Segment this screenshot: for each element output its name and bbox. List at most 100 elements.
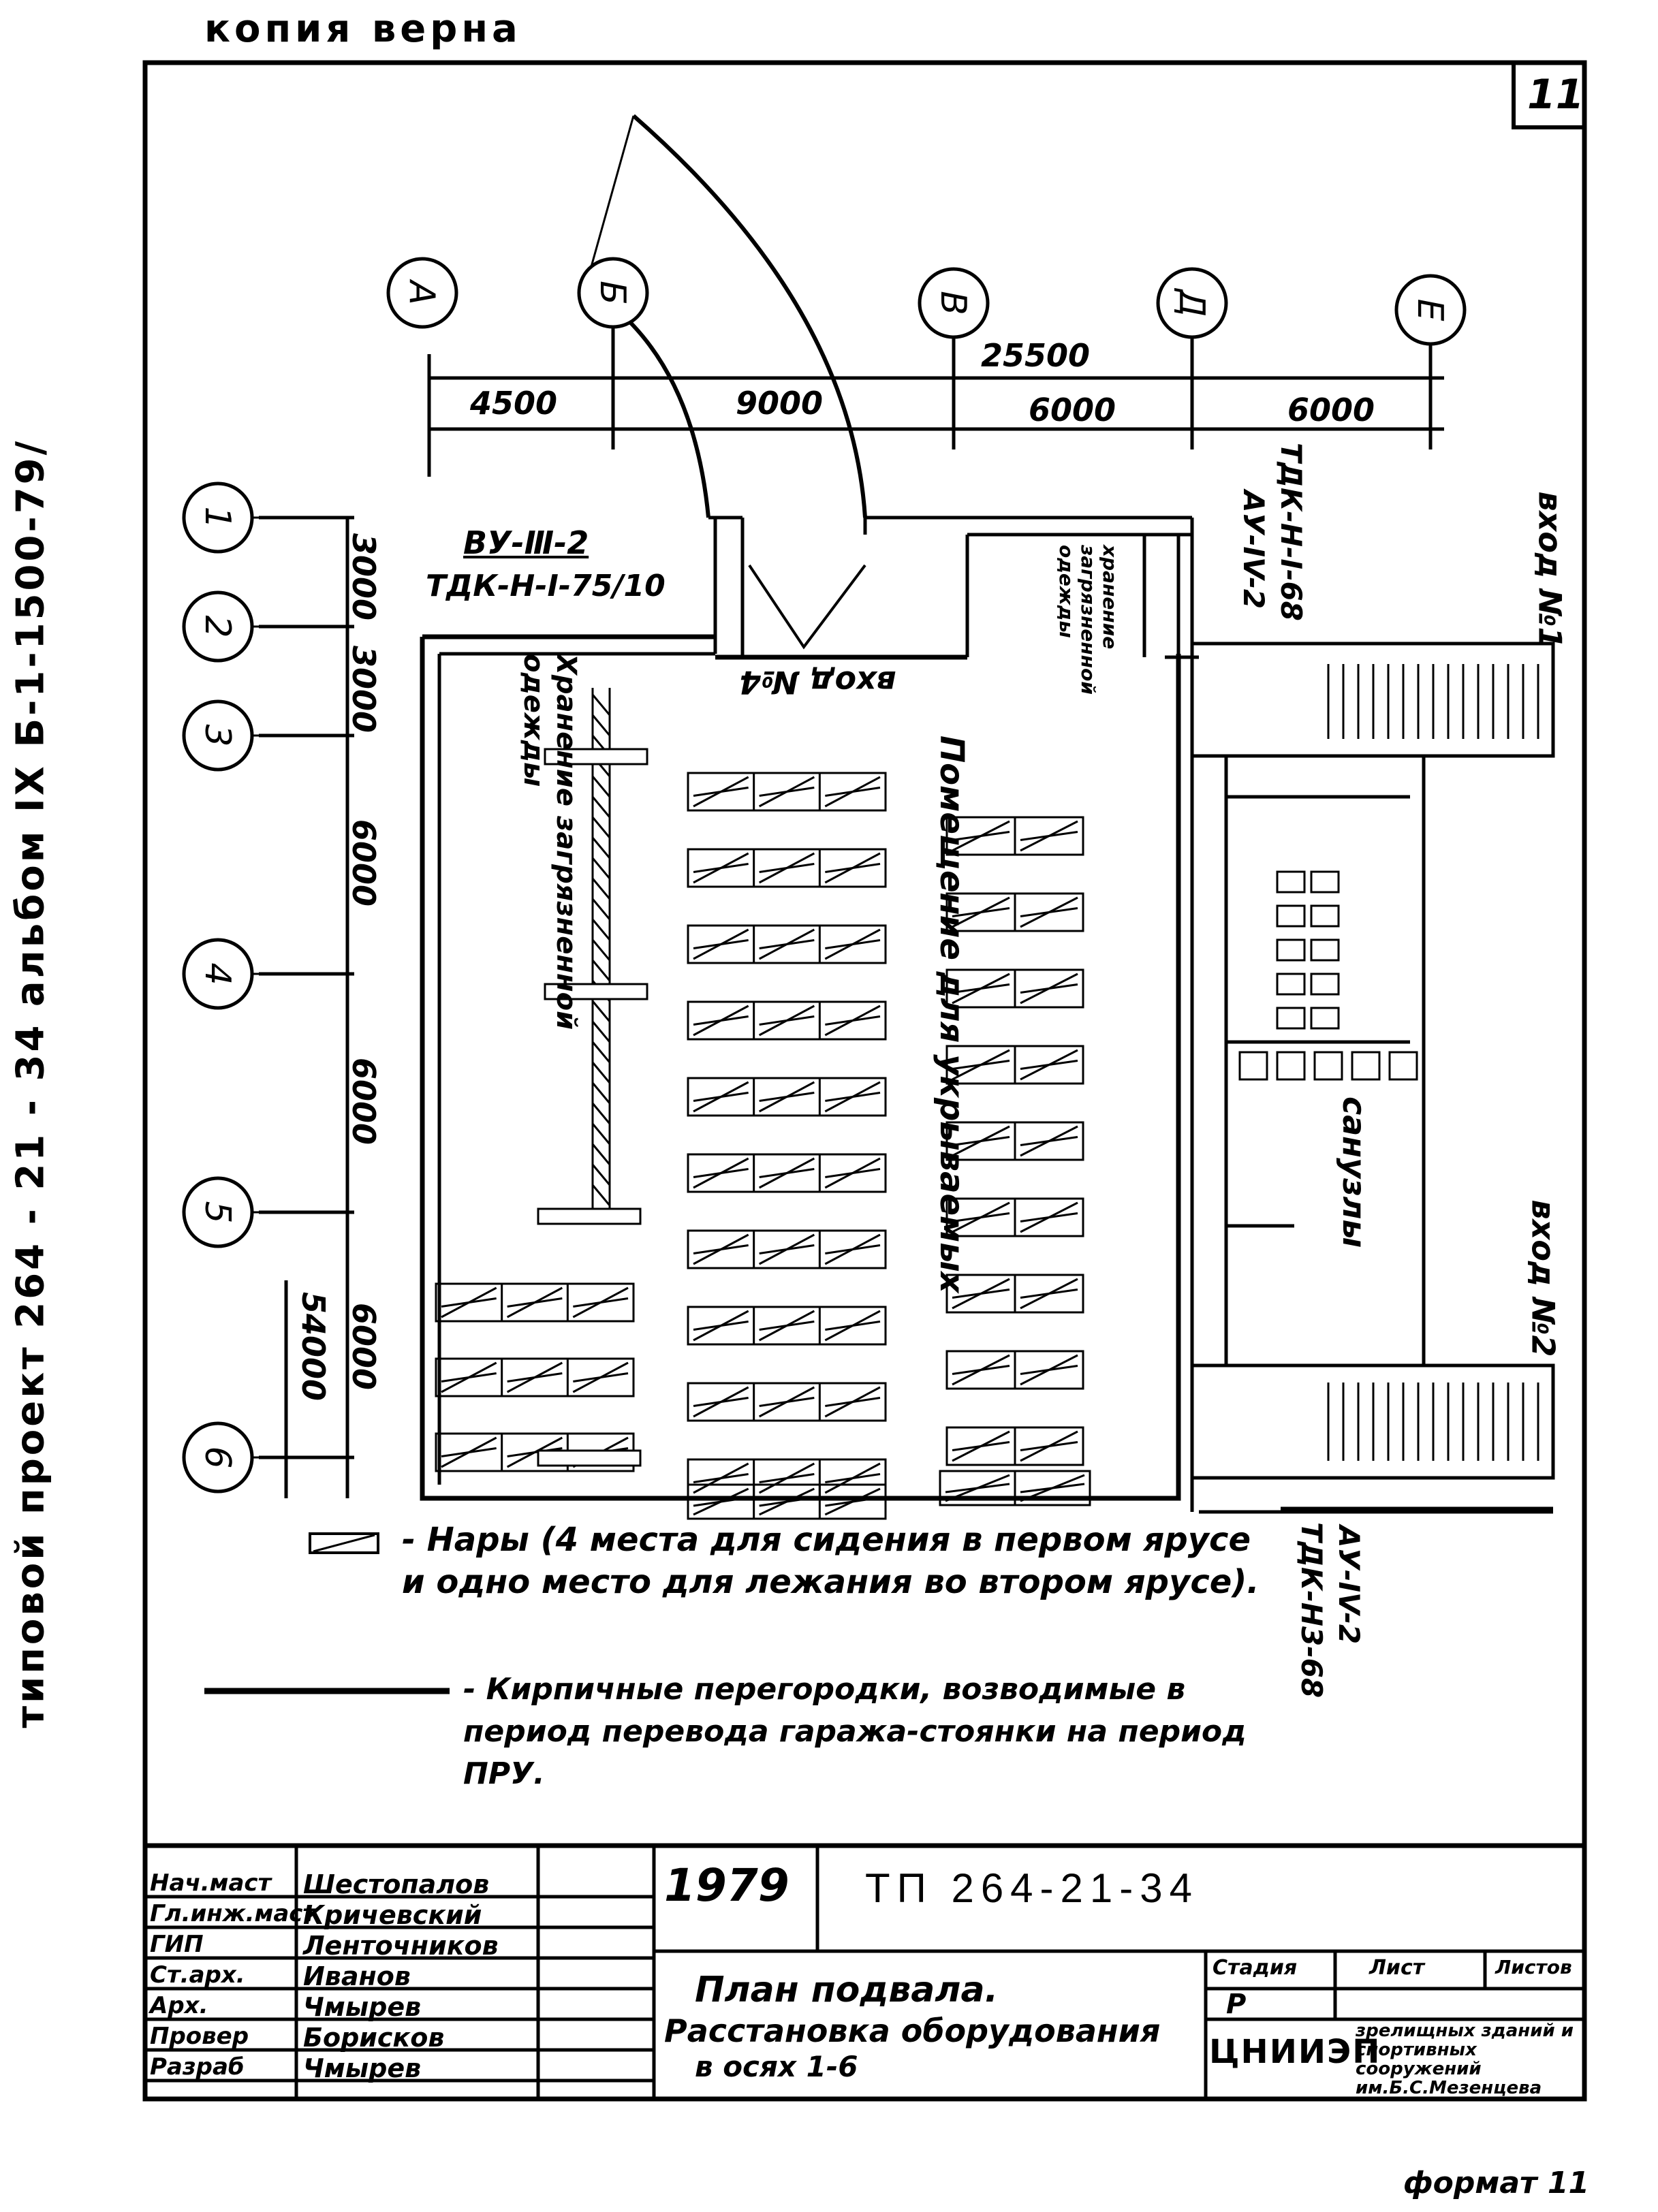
axis-letter-label: В <box>933 291 973 315</box>
dim-v1: 3000 <box>345 533 383 621</box>
label-au-bot-1: АУ-IV-2 <box>1332 1526 1366 1645</box>
axis-letter-label: Б <box>592 281 633 305</box>
stamp-name: Ленточников <box>303 1931 499 1961</box>
toilet-stall <box>1313 1051 1343 1081</box>
label-entry1: вход №1 <box>1531 491 1569 649</box>
stamp-org-name: зрелищных зданий и спортивных сооружений… <box>1356 2021 1574 2098</box>
stamp-title-1: План подвала. <box>695 1970 999 2010</box>
toilet-stall <box>1276 1051 1306 1081</box>
bunk <box>945 816 1084 856</box>
toilet-stall <box>1276 870 1306 894</box>
side-title: типовой проект 264 - 21 - 34 альбом IX Б… <box>8 438 53 1728</box>
axis-letter-circle <box>577 257 649 329</box>
dim-v4: 6000 <box>345 1057 383 1146</box>
stamp-year: 1979 <box>664 1859 789 1912</box>
stamp-col-sheets: Листов <box>1495 1956 1572 1978</box>
bunk <box>687 1458 887 1498</box>
axis-letter-label: Е <box>1409 299 1450 321</box>
axis-number-label: 6 <box>197 1446 238 1468</box>
toilet-stall <box>1310 904 1340 928</box>
stamp-col-stage: Стадия <box>1213 1956 1298 1980</box>
dim-h2: 9000 <box>736 385 824 422</box>
axis-number-label: 4 <box>197 962 238 985</box>
label-entry2: вход №2 <box>1524 1199 1562 1357</box>
bunk <box>687 772 887 812</box>
label-au-top-2: ТДК-Н-I-68 <box>1274 443 1308 621</box>
toilet-stall <box>1351 1051 1381 1081</box>
stamp-role: Разраб <box>150 2053 245 2081</box>
toilet-stall <box>1276 973 1306 996</box>
axis-letter-circle <box>386 257 458 329</box>
toilet-stall <box>1276 904 1306 928</box>
axis-letter-circle <box>918 267 990 339</box>
bunk <box>687 924 887 964</box>
toilet-stall <box>1310 938 1340 962</box>
bunk <box>435 1357 635 1397</box>
axis-number-label: 5 <box>197 1201 238 1223</box>
axis-letter-circle <box>1394 274 1467 346</box>
bunk <box>687 1153 887 1193</box>
bunk <box>435 1282 635 1323</box>
dim-v3: 6000 <box>345 819 383 907</box>
bunk <box>945 1121 1084 1161</box>
bunk <box>687 1229 887 1269</box>
legend-bunk-symbol <box>309 1532 379 1554</box>
bunk <box>687 848 887 888</box>
bunk <box>687 1382 887 1422</box>
stamp-col-sheet: Лист <box>1369 1956 1425 1980</box>
axis-number-label: 2 <box>197 615 238 637</box>
axis-number-label: 3 <box>197 724 238 746</box>
bunk <box>945 1197 1084 1237</box>
dim-h3: 6000 <box>1029 392 1116 428</box>
legend-walls: - Кирпичные перегородки, возводимые в пе… <box>463 1672 1247 1791</box>
stamp-role: Арх. <box>150 1992 208 2019</box>
sheet-number-box <box>1512 61 1586 129</box>
label-vu-bottom: ТДК-Н-I-75/10 <box>426 569 666 603</box>
bunk <box>945 1274 1084 1314</box>
footer-format: формат 11 <box>1403 2166 1590 2200</box>
bunk <box>687 1077 887 1117</box>
dim-h1: 4500 <box>470 385 558 422</box>
bunk <box>945 1045 1084 1085</box>
toilet-stall <box>1310 1007 1340 1030</box>
stamp-role: ГИП <box>150 1931 204 1958</box>
label-sanitary: санузлы <box>1336 1096 1373 1248</box>
label-storage-room: Хранение загрязненной одежды <box>518 654 582 1030</box>
stamp-code: ТП 264-21-34 <box>865 1865 1199 1911</box>
stamp-name: Шестопалов <box>303 1869 490 1899</box>
toilet-stall <box>1238 1051 1268 1081</box>
toilet-stall <box>1310 973 1340 996</box>
stamp-name: Иванов <box>303 1961 411 1991</box>
bunk <box>687 1306 887 1346</box>
sheet-frame <box>142 60 1587 2102</box>
toilet-stall <box>1310 870 1340 894</box>
stamp-name: Чмырев <box>303 1992 422 2022</box>
label-vu-top: ВУ-Ⅲ-2 <box>463 524 589 561</box>
bunk <box>687 1483 887 1520</box>
storage-rack <box>537 688 648 1467</box>
bunk <box>687 1000 887 1041</box>
dim-h4: 6000 <box>1287 392 1375 428</box>
dim-v2: 3000 <box>345 645 383 733</box>
bunk <box>939 1470 1091 1506</box>
toilet-stall <box>1388 1051 1418 1081</box>
toilet-stall <box>1276 1007 1306 1030</box>
stamp-title-3: в осях 1-6 <box>695 2050 858 2083</box>
dim-total-horizontal: 25500 <box>981 337 1091 374</box>
stamp-name: Кричевский <box>303 1900 482 1930</box>
sheet-number: 11 <box>1527 71 1584 118</box>
stamp-title-2: Расстановка оборудования <box>664 2012 1161 2049</box>
axis-letter-label: А <box>401 279 442 305</box>
label-small-room: хранение загрязненной одежды <box>1055 545 1121 695</box>
bunk <box>945 1426 1084 1466</box>
axis-number-label: 1 <box>197 506 238 528</box>
stamp-role: Нач.маст <box>150 1869 272 1897</box>
stamp-org-logo: ЦНИИЭП <box>1209 2033 1381 2071</box>
stamp-role: Гл.инж.маст <box>150 1900 317 1927</box>
dim-total-vertical: 54000 <box>295 1291 332 1402</box>
stamp-name: Чмырев <box>303 2053 422 2083</box>
stamp-role: Провер <box>150 2023 249 2050</box>
stamp-name: Борисков <box>303 2023 445 2053</box>
stamp-stage-value: Р <box>1226 1989 1247 2020</box>
